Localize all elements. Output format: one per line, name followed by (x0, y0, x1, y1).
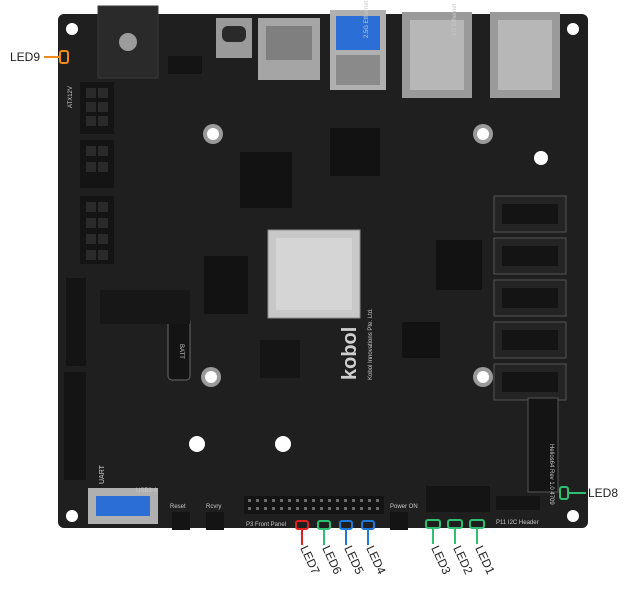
silkscreen: UART ATX12V USB3-A Reset Rcvry P3 Front … (68, 0, 554, 528)
silk-usb3a: USB3-A (136, 488, 158, 494)
left-power-connectors (64, 82, 114, 480)
power-on-button (390, 512, 408, 530)
led8-label: LED8 (588, 486, 618, 500)
top-connectors (97, 5, 560, 98)
brand-block: kobol Kobol Innovations Pte. Ltd. (339, 308, 374, 380)
silk-i2c: P11 I2C Header (496, 520, 539, 526)
header-pins (248, 499, 379, 510)
silk-reset: Reset (170, 504, 186, 510)
m2-slot (527, 397, 559, 493)
recovery-button (206, 512, 224, 530)
silk-batt: BATT (178, 344, 184, 359)
led9-callout: LED9 (10, 50, 69, 64)
gpio-header (426, 486, 490, 512)
mounting-holes (66, 23, 579, 522)
led8-callout: LED8 (559, 486, 618, 500)
silk-eth1: 1G Ethernet (452, 3, 458, 36)
reset-button (172, 512, 190, 530)
chips (100, 128, 482, 381)
i2c-header (496, 496, 540, 510)
silk-front-panel: P3 Front Panel (246, 522, 286, 528)
brand-sub: Kobol Innovations Pte. Ltd. (368, 308, 374, 380)
sata-connectors (493, 195, 567, 401)
silk-rcvry: Rcvry (206, 504, 221, 510)
silk-rev: Helios64 Rev 1.0 4709 (548, 444, 554, 505)
front-panel-header (244, 496, 384, 514)
silk-eth25: 2.5G Ethernet (364, 0, 370, 38)
bottom-connectors (88, 486, 540, 530)
silk-atx: ATX12V (68, 86, 74, 108)
silk-power-on: Power ON (390, 504, 418, 510)
brand-logo: kobol (339, 327, 361, 380)
silk-uart: UART (99, 464, 106, 484)
led9-label: LED9 (10, 50, 40, 64)
led1-label: LED1 (472, 543, 498, 576)
led4-label: LED4 (363, 543, 389, 576)
